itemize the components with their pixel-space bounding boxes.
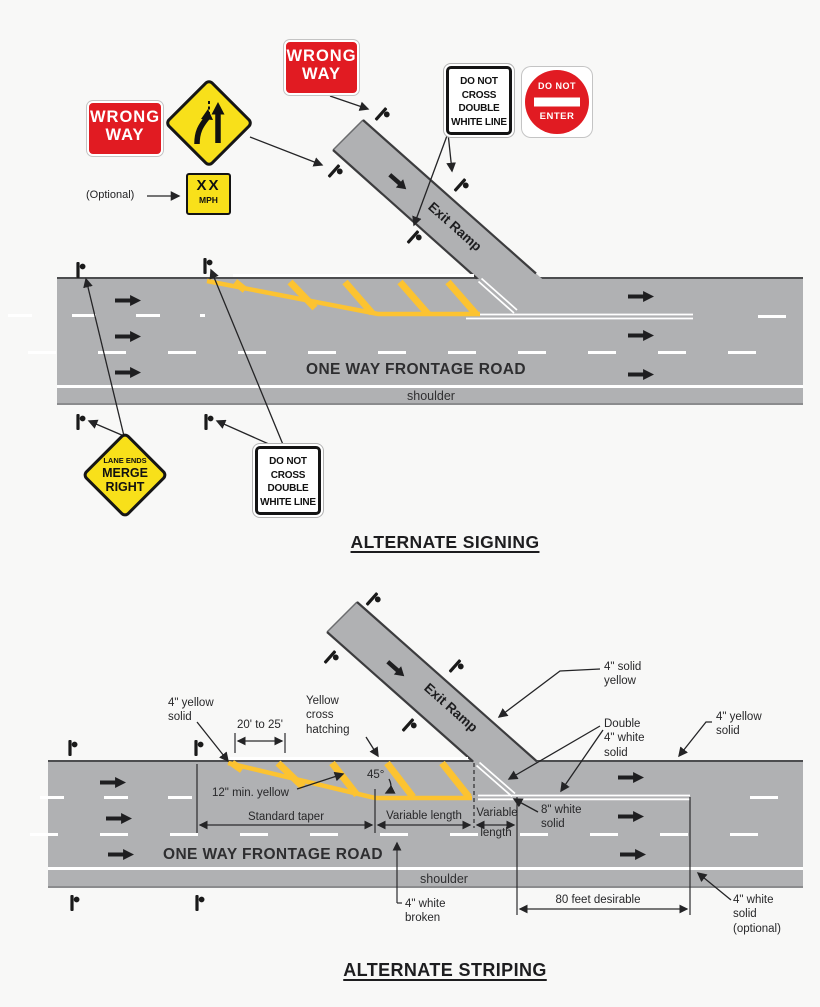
label-8in-white-solid: 8" white solid [541,804,582,831]
sign-text: WHITE LINE [451,116,507,128]
sign-text: RIGHT [105,479,145,494]
merge-arrows-icon [194,101,225,145]
sign-text: DO NOT [460,76,498,87]
merge-warning-sign [163,77,255,169]
label-12in-min-yellow: 12" min. yellow [212,787,289,799]
lane-ends-merge-right-sign: LANE ENDS MERGE RIGHT [81,431,169,519]
merge-sign-symbol [180,94,238,152]
lane-dash-row [40,796,192,799]
sign-text: WHITE LINE [260,496,316,508]
traffic-arrow [618,811,644,822]
section-title-striping: ALTERNATE STRIPING [343,960,547,980]
traffic-arrow [618,772,644,783]
sign-text: DOUBLE [458,103,500,114]
shoulder-label: shoulder [420,872,468,886]
sign-text: DOUBLE [267,483,309,494]
sign-text: MPH [199,194,218,205]
exit-ramp-label: Exit Ramp [425,199,484,254]
label-4in-white-solid-optional: 4" white solid (optional) [733,894,781,935]
sign-text: WAY [105,126,145,145]
sign-text: DO NOT [269,456,307,467]
sign-text: WAY [301,65,342,84]
traffic-arrow [628,369,654,380]
do-not-cross-sign: DO NOT CROSS DOUBLE WHITE LINE [446,66,512,135]
label-4in-solid-yellow: 4" solid yellow [604,661,642,688]
label-45-degrees: 45° [367,769,385,781]
lane-dash-row [30,833,800,836]
frontage-road-signing: ONE WAY FRONTAGE ROAD shoulder [8,277,803,405]
label-20-to-25: 20' to 25' [237,719,283,731]
traffic-arrow [628,330,654,341]
label-4in-yellow-solid-left: 4" yellow solid [168,697,214,724]
label-yellow-cross-hatching: Yellow cross hatching [306,695,350,736]
label-variable-length-1: Variable length [386,810,462,822]
lane-dash-row [8,314,205,317]
traffic-arrow [115,295,141,306]
label-variable-length-2b: length [480,827,512,839]
section-title-signing: ALTERNATE SIGNING [350,532,540,552]
do-not-enter-sign: DO NOT ENTER [522,67,592,137]
traffic-arrow [108,849,134,860]
exit-ramp-label: Exit Ramp [421,680,480,735]
traffic-arrow [628,291,654,302]
sign-text: LANE ENDS [103,455,147,465]
label-4in-yellow-solid-right: 4" yellow solid [716,711,762,738]
shoulder-line [57,385,803,388]
speed-advisory-plaque: XX MPH [186,173,231,215]
label-4in-white-broken: 4" white broken [405,898,446,925]
optional-note: (Optional) [86,189,135,201]
lane-dash-row [28,351,798,354]
sign-text: XX [196,177,221,194]
sign-text: CROSS [461,89,497,101]
traffic-arrow [100,777,126,788]
do-not-cross-sign: DO NOT CROSS DOUBLE WHITE LINE [255,446,321,515]
traffic-arrow [106,813,132,824]
label-80-feet-desirable: 80 feet desirable [555,894,641,906]
shoulder-label: shoulder [407,389,455,403]
traffic-arrow [620,849,646,860]
label-double-4in-white-solid: Double 4" white solid [604,718,645,759]
sign-text: CROSS [270,469,306,481]
lane-ends-sign-text: LANE ENDS MERGE RIGHT [97,447,153,503]
traffic-arrow [115,367,141,378]
traffic-arrow [115,331,141,342]
sign-text: MERGE [102,465,148,480]
wrong-way-sign: WRONG WAY [87,101,163,156]
wrong-way-sign: WRONG WAY [284,40,359,95]
sign-text: WRONG [286,47,357,65]
road-name-label: ONE WAY FRONTAGE ROAD [306,361,526,378]
shoulder-line [48,867,803,870]
sign-text: DO NOT [538,81,576,91]
frontage-road-striping: ONE WAY FRONTAGE ROAD shoulder [30,760,803,888]
do-not-enter-bar [534,97,580,107]
road-name-label: ONE WAY FRONTAGE ROAD [163,846,383,863]
sign-text: WRONG [89,108,161,126]
label-standard-taper: Standard taper [247,811,325,823]
sign-text: ENTER [539,111,575,122]
label-variable-length-2a: Variable [476,807,518,819]
